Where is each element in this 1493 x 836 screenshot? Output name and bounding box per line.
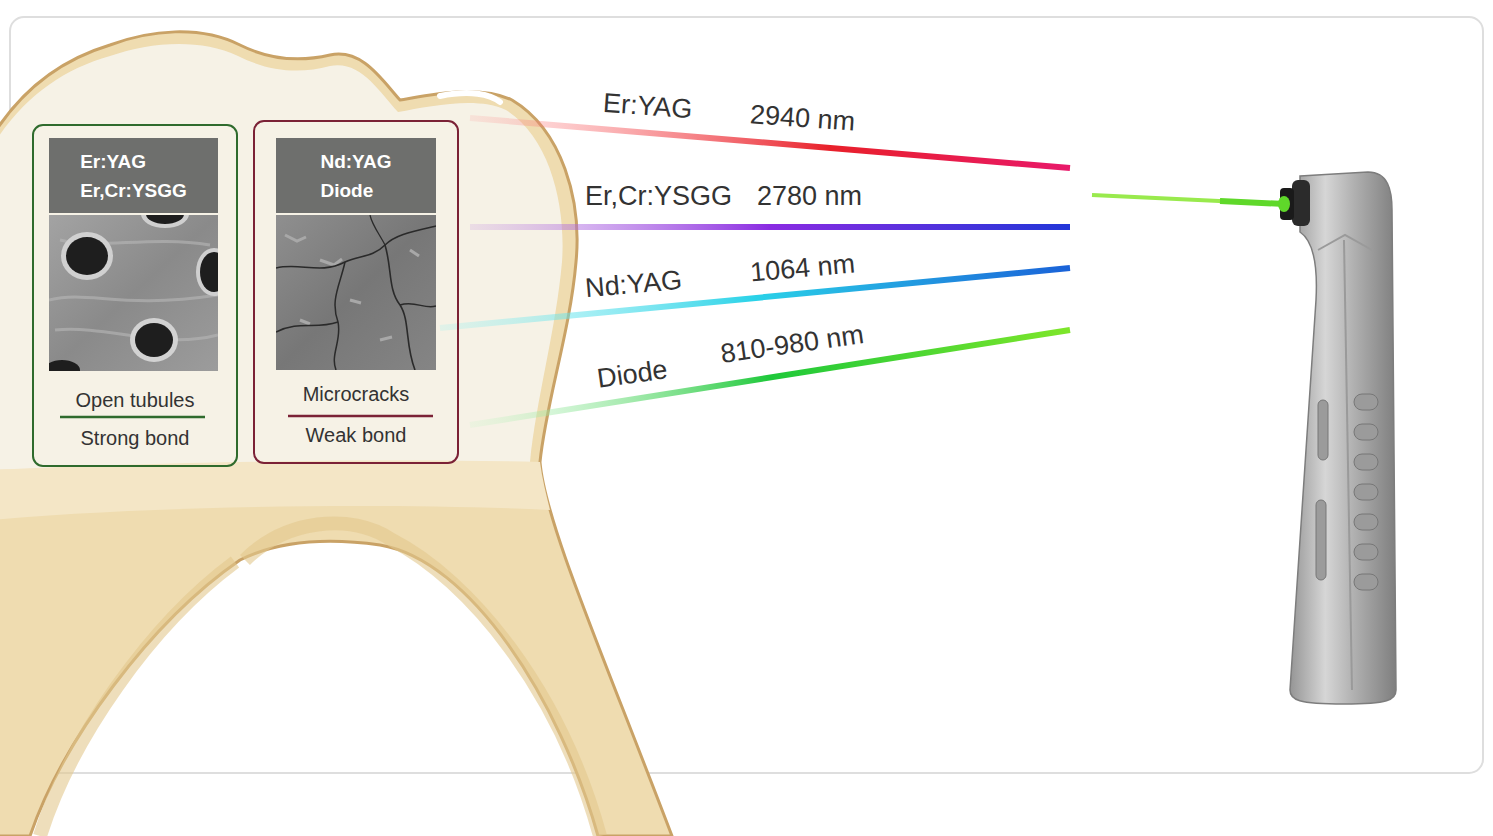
beam-label: Nd:YAG — [584, 264, 683, 304]
laser-header: Er:YAG Er,Cr:YSGG — [49, 138, 218, 213]
result-box: MicrocracksWeak bond Nd:YAG Diode — [253, 120, 459, 464]
result-text: Microcracks — [255, 382, 457, 406]
laser-name: Er:YAG Er,Cr:YSGG — [80, 147, 187, 205]
result-text: Strong bond — [34, 426, 236, 450]
divider-line — [288, 415, 433, 418]
beam-label: 1064 nm — [749, 247, 856, 288]
beam-label: Er:YAG — [602, 87, 694, 125]
beam-label: 2940 nm — [749, 98, 856, 137]
divider-line — [60, 416, 205, 419]
beam-label: Diode — [595, 353, 669, 395]
laser-beam — [470, 224, 1070, 230]
sem-image-microcracks — [276, 215, 436, 370]
laser-name: Nd:YAG Diode — [320, 147, 391, 205]
beam-label: Er,Cr:YSGG — [585, 180, 732, 212]
tooth — [0, 32, 672, 836]
result-text: Open tubules — [34, 388, 236, 412]
beam-label: 2780 nm — [757, 180, 862, 212]
sem-image-open-tubules — [49, 215, 218, 371]
laser-header: Nd:YAG Diode — [276, 138, 436, 213]
beam-label: 810-980 nm — [718, 318, 865, 370]
result-box: Open tubulesStrong bond Er:YAG Er,Cr:YSGG — [32, 124, 238, 467]
result-text: Weak bond — [255, 423, 457, 447]
laser-handpiece — [1092, 172, 1396, 704]
